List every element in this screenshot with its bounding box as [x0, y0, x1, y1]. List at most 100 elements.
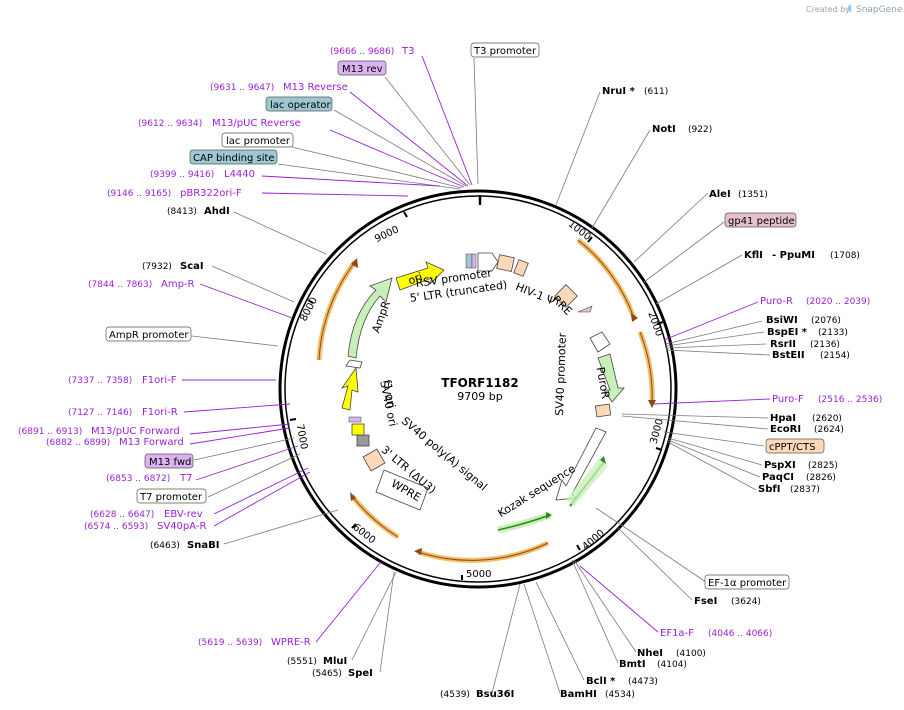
site-kfli-pos: (1708)	[830, 251, 860, 261]
feature-lac-operator: lac operator	[270, 100, 331, 111]
feature-lac-promoter: lac promoter	[226, 136, 291, 147]
site-noti: NotI	[652, 124, 676, 135]
site-nhei: NheI	[637, 648, 663, 659]
primer-t7: T7	[179, 473, 192, 484]
site-ahdi-pos: (8413)	[167, 207, 197, 217]
orf-arcs	[316, 238, 656, 563]
site-alei-pos: (1351)	[738, 190, 768, 200]
site-bsiwi: BsiWI	[766, 315, 798, 326]
tick-5000: 5000	[466, 569, 491, 580]
primer-puro-r: Puro-R	[760, 296, 793, 307]
primer-ebv-rev: EBV-rev	[164, 509, 203, 520]
primer-pbr322-pos: (9146 .. 9165)	[107, 189, 171, 199]
feature-ef1a-promoter: EF-1α promoter	[708, 578, 787, 589]
primer-t3-pos: (9666 .. 9686)	[330, 47, 394, 57]
site-ecori: EcoRI	[770, 424, 801, 435]
site-bsu36i-pos: (4539)	[440, 690, 470, 700]
site-rsrii: RsrII	[770, 339, 796, 350]
primer-f1ori-r-pos: (7127 .. 7146)	[68, 408, 132, 418]
snapgene-brand-name: SnapGene	[856, 5, 903, 15]
label-hiv-psi: HIV-1 Ψ	[514, 280, 558, 308]
primer-wpre-r: WPRE-R	[271, 637, 311, 648]
site-sbfi-pos: (2837)	[790, 485, 820, 495]
primer-f1ori-f-pos: (7337 .. 7358)	[68, 376, 132, 386]
site-ppumi: - PpuMI	[772, 250, 815, 261]
label-sv40-promoter: SV40 promoter	[553, 332, 569, 416]
feature-ampr-promoter: AmpR promoter	[109, 330, 189, 341]
primer-f1ori-r: F1ori-R	[142, 407, 178, 418]
site-fsei: FseI	[694, 596, 717, 607]
backbone-outer-ring	[278, 189, 678, 589]
feature-box-lac-operator	[265, 96, 333, 112]
feature-cppt-cts: cPPT/CTS	[769, 442, 815, 453]
site-snabi-pos: (6463)	[150, 541, 180, 551]
primer-l4440: L4440	[224, 169, 255, 180]
site-scai: ScaI	[180, 261, 204, 272]
inner-features	[340, 252, 625, 534]
primer-m13puc-rev-pos: (9612 .. 9634)	[138, 119, 202, 129]
primer-m13-reverse: M13 Reverse	[283, 82, 348, 93]
primer-sv40pa-pos: (6574 .. 6593)	[84, 522, 148, 532]
feature-box-m13-rev	[337, 60, 387, 76]
tick-7000: 7000	[294, 423, 309, 450]
plasmid-name: TFORF1182	[441, 376, 518, 390]
site-hpai: HpaI	[770, 413, 796, 424]
site-ecori-pos: (2624)	[814, 425, 844, 435]
site-alei: AleI	[709, 189, 731, 200]
primer-puro-r-pos: (2020 .. 2039)	[806, 297, 870, 307]
site-bspei-pos: (2133)	[818, 328, 848, 338]
primer-m13puc-fwd-pos: (6891 .. 6913)	[18, 427, 82, 437]
feature-box-gp41	[724, 212, 797, 228]
site-bmti-pos: (4104)	[657, 660, 687, 670]
primer-pbr322ori-f: pBR322ori-F	[180, 188, 242, 199]
site-paqci: PaqCI	[762, 472, 794, 483]
primer-l4440-pos: (9399 .. 9416)	[150, 170, 214, 180]
primer-wpre-pos: (5619 .. 5639)	[198, 638, 262, 648]
site-scai-pos: (7932)	[142, 262, 172, 272]
site-nrui: NruI *	[602, 86, 636, 97]
site-paqci-pos: (2826)	[806, 473, 836, 483]
feature-box-ef1a-promoter	[704, 574, 790, 590]
site-snabi: SnaBI	[187, 540, 219, 551]
site-rsrii-pos: (2136)	[810, 340, 840, 350]
site-fsei-pos: (3624)	[731, 597, 761, 607]
primer-t7-pos: (6853 .. 6872)	[106, 474, 170, 484]
primer-f1ori-f: F1ori-F	[142, 375, 177, 386]
site-nhei-pos: (4100)	[676, 649, 706, 659]
label-puror: PuroR	[594, 366, 612, 400]
primer-m13puc-forward: M13/pUC Forward	[91, 426, 180, 437]
tick-9000: 9000	[373, 224, 401, 245]
site-spei: SpeI	[348, 668, 373, 679]
primer-amp-r: Amp-R	[161, 279, 195, 290]
feature-box-t7-promoter	[136, 488, 207, 504]
feature-m13-fwd: M13 fwd	[149, 457, 191, 468]
primer-m13-forward: M13 Forward	[119, 437, 184, 448]
site-bcli: BclI *	[586, 676, 616, 687]
site-noti-pos: (922)	[688, 125, 712, 135]
snapgene-logo-icon: ◖	[847, 3, 852, 14]
site-bsteii-pos: (2154)	[820, 351, 850, 361]
feature-box-lac-promoter	[221, 132, 294, 148]
site-bsiwi-pos: (2076)	[811, 316, 841, 326]
site-bamhi-pos: (4534)	[605, 690, 635, 700]
site-bcli-pos: (4473)	[628, 677, 658, 687]
site-hpai-pos: (2620)	[812, 414, 842, 424]
created-by-label: Created by	[806, 5, 850, 14]
primer-ebv-pos: (6628 .. 6647)	[90, 510, 154, 520]
site-bmti: BmtI	[619, 659, 646, 670]
primer-m13rev-pos: (9631 .. 9647)	[210, 83, 274, 93]
site-bsteii: BstEII	[772, 350, 805, 361]
backbone-inner-ring	[284, 195, 672, 583]
label-ori: ori	[406, 270, 424, 287]
primer-ef1a-f: EF1a-F	[660, 628, 694, 639]
primer-ef1a-f-pos: (4046 .. 4066)	[708, 629, 772, 639]
feature-m13-rev: M13 rev	[342, 64, 383, 75]
site-mlui-pos: (5551)	[287, 657, 317, 667]
site-pspxi: PspXI	[764, 460, 796, 471]
feature-cap-binding-site: CAP binding site	[193, 153, 275, 164]
feature-t3-promoter: T3 promoter	[473, 46, 537, 57]
site-sbfi: SbfI	[758, 484, 780, 495]
primer-t3: T3	[401, 46, 414, 57]
